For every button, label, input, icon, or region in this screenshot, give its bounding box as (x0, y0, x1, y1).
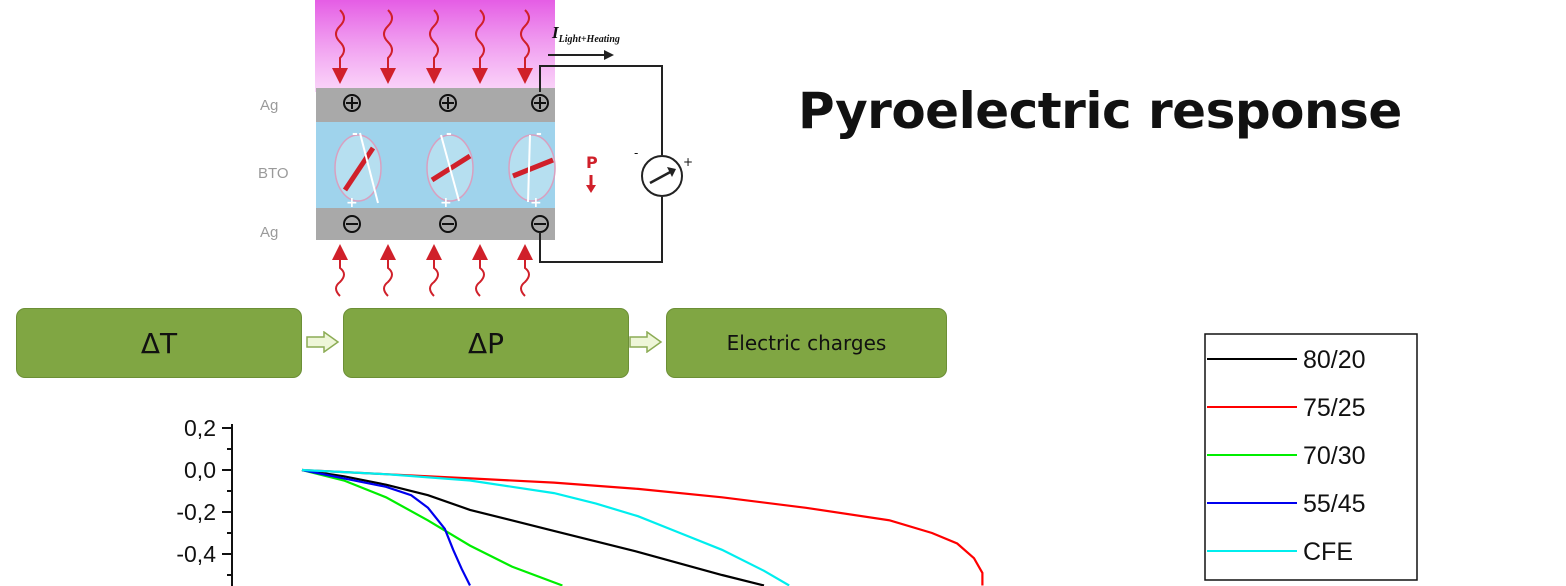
svg-text:-: - (634, 146, 638, 160)
y-tick-label: -0,2 (176, 499, 216, 525)
svg-text:-: - (536, 126, 542, 142)
bottom-negative-charges (343, 215, 549, 233)
series-line-80-20 (301, 468, 765, 586)
flow-step-electric-charges: Electric charges (666, 308, 947, 378)
series-line-75-25 (301, 468, 984, 586)
y-tick-label: 0,0 (184, 457, 216, 483)
svg-text:+: + (346, 195, 358, 211)
current-label: ILight+Heating (551, 23, 620, 45)
dipole-domains (334, 132, 556, 204)
legend-label: 55/45 (1303, 490, 1366, 518)
svg-text:+: + (440, 195, 452, 211)
series-line-cfe (301, 468, 790, 586)
top-silver-electrode (316, 88, 555, 122)
ammeter-icon: - + (634, 146, 693, 185)
legend-label: 70/30 (1303, 442, 1366, 470)
y-tick-label: -0,4 (176, 541, 216, 567)
polarization-label: P (586, 153, 598, 172)
series-line-70-30 (301, 468, 563, 586)
bto-label: BTO (258, 165, 289, 182)
bottom-electrode-label: Ag (260, 224, 278, 241)
flow-step-delta-p: ΔP (343, 308, 629, 378)
bound-charge-signs: - - - + + + (346, 126, 542, 211)
incoming-heat-arrows-top (332, 9, 533, 84)
polarization-arrow-icon (586, 175, 596, 193)
svg-text:-: - (446, 126, 452, 142)
y-tick-label: 0,2 (184, 415, 216, 441)
flow-step-delta-t: ΔT (16, 308, 302, 378)
top-electrode-label: Ag (260, 97, 278, 114)
legend-label: 80/20 (1303, 346, 1366, 374)
series-line-55-45 (301, 468, 471, 586)
svg-text:+: + (530, 195, 542, 211)
top-positive-charges (343, 94, 549, 112)
legend-label: CFE (1303, 538, 1353, 566)
incoming-heat-arrows-bottom (332, 244, 533, 297)
current-direction-arrow (548, 50, 614, 60)
svg-text:-: - (352, 126, 358, 142)
right-arrow-icon (629, 331, 663, 353)
legend-label: 75/25 (1303, 394, 1366, 422)
page-title: Pyroelectric response (798, 82, 1402, 140)
svg-text:+: + (683, 155, 693, 169)
right-arrow-icon (306, 331, 340, 353)
pyroelectric-device-schematic: Ag BTO Ag --- +++ (258, 0, 693, 297)
legend-box (1204, 333, 1418, 581)
